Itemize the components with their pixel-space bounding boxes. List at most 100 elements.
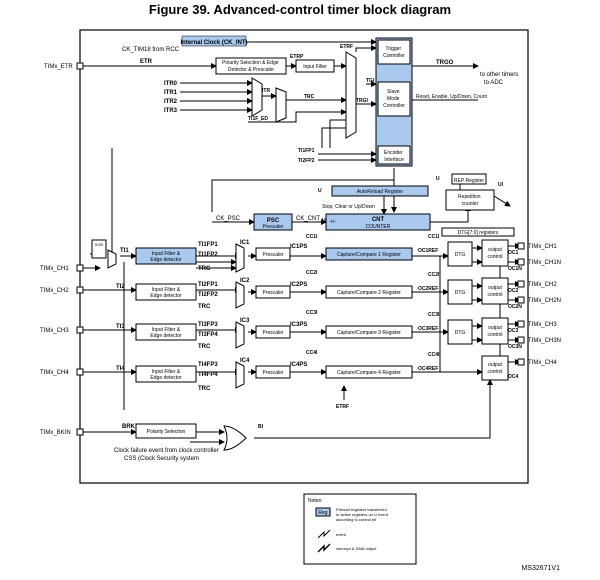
svg-text:Input Filter &Edge detector: Input Filter &Edge detector bbox=[150, 327, 181, 339]
prescaler-ch2 bbox=[255, 285, 291, 299]
svg-text:AutoReload Register: AutoReload Register bbox=[357, 189, 403, 195]
notes-reg-box bbox=[315, 507, 331, 517]
svg-text:OC4: OC4 bbox=[508, 374, 519, 380]
internal-clock-label: Internal Clock (CK_INT) bbox=[180, 40, 247, 46]
svg-text:Trigger Controller: Trigger Controller bbox=[383, 46, 405, 59]
svg-text:event: event bbox=[336, 532, 347, 537]
ti1-mux bbox=[107, 249, 117, 269]
prescaler-ch3 bbox=[255, 325, 291, 339]
svg-text:TI3: TI3 bbox=[116, 324, 125, 330]
svg-text:BRK: BRK bbox=[122, 424, 136, 430]
polarity-etr-box bbox=[215, 57, 287, 75]
svg-text:DTG: DTG bbox=[455, 290, 466, 296]
svg-text:TI2FP1: TI2FP1 bbox=[198, 282, 218, 288]
svg-text:CSS (Clock Security system: CSS (Clock Security system bbox=[124, 456, 199, 462]
pin-ch3: TIMx_CH3 bbox=[40, 328, 69, 334]
svg-text:CC3I: CC3I bbox=[306, 310, 318, 316]
trigger-controller bbox=[377, 39, 411, 65]
filter-edge-ch1 bbox=[135, 247, 197, 265]
svg-text:CC3I: CC3I bbox=[428, 312, 440, 318]
svg-text:CC1I: CC1I bbox=[306, 234, 318, 240]
internal-clock-box bbox=[181, 35, 247, 47]
svg-text:TI4: TI4 bbox=[116, 366, 125, 372]
svg-text:Input Filter &Edge detector: Input Filter &Edge detector bbox=[150, 369, 181, 381]
svg-text:Capture/Compare 1 Register: Capture/Compare 1 Register bbox=[337, 252, 401, 258]
svg-text:IC4: IC4 bbox=[240, 358, 250, 364]
svg-text:OC4REF: OC4REF bbox=[418, 366, 438, 372]
svg-text:Input Filter: Input Filter bbox=[303, 64, 327, 70]
svg-text:UI: UI bbox=[498, 182, 504, 188]
pin-right-ch1: TIMx_CH1 bbox=[528, 244, 557, 250]
svg-text:interrupt & DMA output: interrupt & DMA output bbox=[336, 546, 377, 551]
svg-text:U: U bbox=[322, 218, 326, 224]
svg-text:TI2FP2: TI2FP2 bbox=[198, 292, 218, 298]
svg-text:Prescaler: Prescaler bbox=[262, 330, 283, 336]
svg-text:OC1N: OC1N bbox=[508, 266, 522, 272]
cnt-counter bbox=[325, 213, 431, 231]
ck-tim-label: CK_TIM18 from RCC bbox=[122, 47, 180, 53]
svg-text:XOR: XOR bbox=[95, 242, 104, 247]
svg-text:PSC: PSC bbox=[267, 218, 280, 224]
event-icon bbox=[317, 529, 331, 539]
svg-text:Clock failure event from clock: Clock failure event from clock controlle… bbox=[114, 448, 219, 454]
output-control-ch1 bbox=[481, 239, 509, 267]
svg-text:Prescaler: Prescaler bbox=[262, 290, 283, 296]
itr-mux bbox=[251, 77, 263, 117]
svg-text:CC1I: CC1I bbox=[428, 234, 440, 240]
svg-text:IC3: IC3 bbox=[240, 318, 250, 324]
svg-text:Stop, Clear or Up/Down: Stop, Clear or Up/Down bbox=[322, 204, 375, 210]
pin-right-ch4: TIMx_CH4 bbox=[528, 360, 557, 366]
cc4-register bbox=[325, 365, 413, 379]
svg-text:TRGO: TRGO bbox=[436, 60, 454, 66]
svg-text:TRC: TRC bbox=[304, 94, 315, 100]
slave-mode-controller bbox=[377, 81, 411, 117]
svg-text:TRC: TRC bbox=[198, 386, 211, 392]
prescaler-ch4 bbox=[255, 365, 291, 379]
svg-text:TI1FP1: TI1FP1 bbox=[198, 242, 218, 248]
trc-mux bbox=[275, 87, 287, 123]
svg-text:IC4PS: IC4PS bbox=[290, 362, 307, 368]
svg-text:REP Register: REP Register bbox=[454, 178, 485, 184]
svg-text:U: U bbox=[436, 176, 440, 182]
svg-text:ITR2: ITR2 bbox=[164, 99, 178, 105]
or-gate bbox=[223, 425, 247, 451]
svg-text:to other timers: to other timers bbox=[480, 72, 518, 78]
svg-text:Reset, Enable, Up/Down, Count: Reset, Enable, Up/Down, Count bbox=[416, 94, 487, 100]
svg-text:Encoder Interface: Encoder Interface bbox=[384, 150, 404, 163]
svg-text:DTG: DTG bbox=[455, 330, 466, 336]
psc-prescaler bbox=[253, 213, 293, 231]
repetition-counter bbox=[445, 189, 495, 211]
trgi-mux bbox=[345, 51, 357, 139]
svg-text:Prescaler: Prescaler bbox=[262, 252, 283, 258]
svg-text:Repetition counter: Repetition counter bbox=[458, 194, 482, 207]
svg-text:TI3FP4: TI3FP4 bbox=[198, 332, 218, 338]
output-control-ch2 bbox=[481, 277, 509, 305]
svg-text:ETR: ETR bbox=[140, 59, 153, 65]
svg-text:IC3PS: IC3PS bbox=[290, 322, 307, 328]
input-filter-box bbox=[295, 59, 335, 73]
svg-text:CC2I: CC2I bbox=[428, 272, 440, 278]
pin-ch1: TIMx_CH1 bbox=[40, 266, 69, 272]
pin-right-ch3n: TIMx_CH3N bbox=[528, 338, 561, 344]
polarity-etr-label: Polarity Selection & Edge Detector & Pre… bbox=[222, 60, 280, 73]
svg-text:IC2PS: IC2PS bbox=[290, 282, 307, 288]
svg-text:OC2: OC2 bbox=[508, 288, 519, 294]
pin-right-ch1n: TIMx_CH1N bbox=[528, 260, 561, 266]
svg-text:OC1: OC1 bbox=[508, 250, 519, 256]
notes-box bbox=[303, 493, 417, 565]
ic2-mux bbox=[235, 281, 245, 309]
svg-text:OC1REF: OC1REF bbox=[418, 248, 438, 254]
encoder-interface bbox=[377, 145, 411, 165]
output-control-ch4 bbox=[481, 355, 509, 381]
pin-right-ch2: TIMx_CH2 bbox=[528, 282, 557, 288]
svg-text:TI1: TI1 bbox=[120, 248, 129, 254]
svg-text:DTG: DTG bbox=[455, 252, 466, 258]
svg-text:Capture/Compare 2 Register: Capture/Compare 2 Register bbox=[337, 290, 401, 296]
svg-text:TRC: TRC bbox=[198, 344, 211, 350]
dtg-ch3 bbox=[447, 319, 473, 345]
svg-text:TI1FP2: TI1FP2 bbox=[198, 252, 218, 258]
svg-text:OC3: OC3 bbox=[508, 328, 519, 334]
svg-text:ETRF: ETRF bbox=[336, 404, 349, 410]
svg-text:+/-: +/- bbox=[330, 219, 336, 225]
